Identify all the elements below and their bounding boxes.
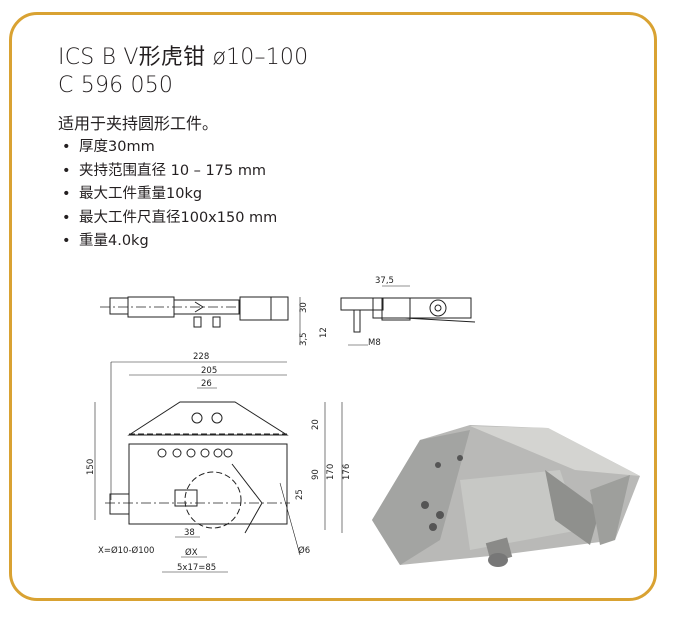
dim-30: 30 [299, 302, 309, 313]
spec-item: 厚度30mm [60, 136, 277, 160]
dim-12: 12 [319, 327, 329, 338]
dim-170: 170 [326, 464, 336, 480]
dim-3-5: 3,5 [299, 332, 309, 346]
spec-item: 最大工件尺直径100x150 mm [60, 207, 277, 231]
product-code: C 596 050 [58, 73, 174, 98]
dim-m8: M8 [368, 338, 381, 348]
dim-205: 205 [201, 366, 217, 376]
product-title: ICS B V形虎钳 ø10–100 C 596 050 [58, 44, 308, 100]
side-view-end: 37,5 12 M8 [319, 276, 476, 348]
spec-item: 重量4.0kg [60, 230, 277, 254]
dim-diameter-x: ØX [185, 547, 198, 558]
dim-150: 150 [86, 459, 96, 475]
product-name: ICS B V形虎钳 ø10–100 [58, 45, 309, 70]
top-view: 228 205 26 150 20 90 170 176 25 38 ØX Ø6… [86, 352, 352, 573]
dim-38: 38 [184, 528, 195, 538]
spec-list: 厚度30mm 夹持范围直径 10 – 175 mm 最大工件重量10kg 最大工… [60, 136, 277, 254]
dim-20: 20 [311, 419, 321, 430]
dim-25: 25 [295, 489, 305, 500]
dim-26: 26 [201, 379, 212, 389]
dim-90: 90 [311, 469, 321, 480]
dim-diameter-6: Ø6 [298, 545, 310, 556]
clamp-range: X=Ø10-Ø100 [98, 545, 154, 556]
spec-item: 最大工件重量10kg [60, 183, 277, 207]
hole-pitch: 5x17=85 [177, 563, 216, 573]
dim-176: 176 [342, 464, 352, 480]
dim-228: 228 [193, 352, 209, 362]
dim-37-5: 37,5 [375, 276, 394, 286]
spec-item: 夹持范围直径 10 – 175 mm [60, 160, 277, 184]
product-photo [372, 425, 640, 567]
product-intro: 适用于夹持圆形工件。 [58, 114, 219, 133]
card-border [9, 12, 657, 601]
side-view-front: 30 3,5 [100, 296, 309, 346]
